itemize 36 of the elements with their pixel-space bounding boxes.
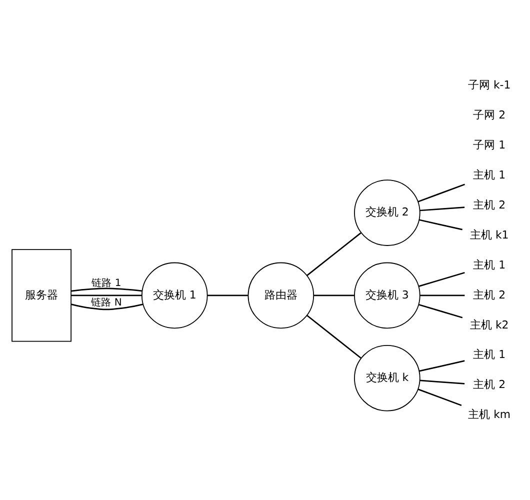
node-circle: 交换机 k: [354, 344, 420, 411]
connector: [306, 314, 362, 358]
node-box: 服务器: [12, 248, 72, 342]
connector: [306, 232, 362, 276]
connector: [419, 360, 465, 372]
connector: [71, 303, 144, 310]
connector: [207, 294, 248, 296]
node-text: 主机 2: [473, 288, 506, 301]
node-text: 主机 1: [473, 258, 506, 271]
node-text: 主机 2: [473, 378, 506, 391]
connector: [420, 379, 465, 384]
connector: [418, 183, 465, 202]
edge-label: 链路 1: [92, 278, 122, 289]
node-circle: 交换机 1: [141, 262, 208, 328]
label: 子网 2: [473, 108, 506, 121]
node-text: 主机 1: [473, 168, 506, 181]
label: 子网 1: [473, 138, 506, 151]
connector: [314, 294, 354, 296]
node-circle: 交换机 2: [354, 179, 420, 246]
connector: [419, 218, 462, 230]
edge-label: 链路 N: [91, 296, 122, 308]
connector: [71, 294, 142, 296]
node-text: 主机 km: [468, 408, 511, 421]
node-circle: 路由器: [248, 262, 314, 328]
node-circle: 交换机 3: [354, 262, 420, 328]
connector: [420, 206, 465, 211]
connector: [418, 303, 463, 318]
node-text: 主机 k1: [470, 228, 509, 241]
node-text: 主机 k2: [470, 318, 509, 331]
connector: [418, 388, 462, 406]
connector: [71, 287, 142, 292]
connector: [420, 294, 465, 296]
connector: [418, 271, 465, 286]
label: 子网 k-1: [468, 78, 511, 91]
node-text: 主机 1: [473, 348, 506, 361]
node-text: 主机 2: [473, 198, 506, 211]
